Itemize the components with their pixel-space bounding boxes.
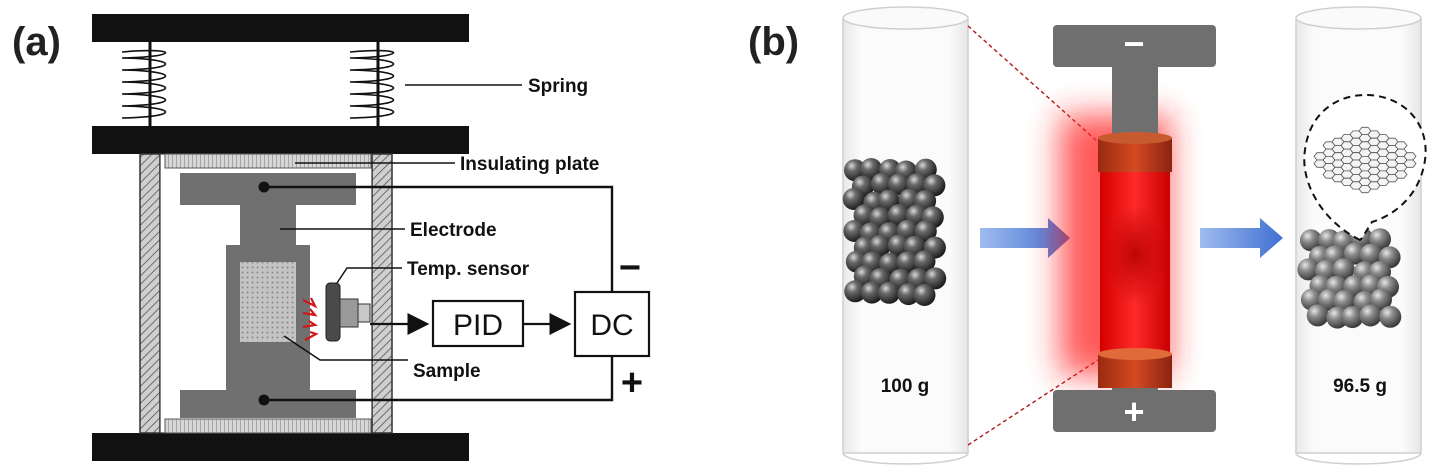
mass-before-label: 100 g	[881, 376, 930, 397]
top-cap-face	[1098, 132, 1172, 144]
top-electrode-plate	[1053, 25, 1216, 67]
graphene-hexagon	[1394, 170, 1408, 179]
temp-sensor-leader	[336, 267, 402, 284]
sample-body	[240, 262, 296, 342]
particle	[913, 250, 936, 273]
top-electrode-stem	[1112, 67, 1158, 135]
temp-sensor-label: Temp. sensor	[407, 259, 530, 280]
panel-a-label: (a)	[12, 20, 61, 64]
particle	[1332, 258, 1355, 281]
insulating-plate-top	[164, 153, 372, 169]
particle	[1370, 288, 1392, 311]
graphene-sheet	[1313, 126, 1417, 194]
dc-plus-sign: +	[621, 362, 643, 404]
particle	[896, 251, 919, 274]
sample-label: Sample	[413, 361, 481, 382]
sample-leader	[283, 335, 408, 361]
particle	[871, 172, 893, 195]
particles-before	[842, 158, 947, 306]
particle	[913, 284, 936, 306]
heating-column: − +	[1053, 23, 1216, 432]
insulating-plate-label: Insulating plate	[460, 154, 599, 175]
process-arrow-1	[980, 218, 1070, 258]
particle	[844, 280, 867, 303]
particle	[924, 267, 947, 290]
particle	[1359, 304, 1382, 327]
particle	[1359, 243, 1382, 266]
zoom-line-top	[967, 25, 1099, 143]
pid-box	[431, 299, 525, 348]
panel-a: (a) Spring Insulating plate	[12, 14, 651, 461]
left-wall	[139, 153, 161, 434]
particle	[1306, 304, 1329, 327]
graphene-hexagon	[1403, 152, 1417, 161]
insulating-plate-bottom	[164, 418, 372, 434]
top-press-plate	[92, 14, 469, 42]
dc-minus-sign: −	[619, 247, 641, 289]
heat-ray-marks	[302, 297, 319, 341]
particle	[844, 159, 866, 182]
particle	[1379, 305, 1402, 328]
particle	[914, 220, 937, 243]
graphene-hexagon	[1403, 159, 1417, 168]
graphene-callout	[1303, 93, 1427, 242]
bottom-cap-face	[1098, 348, 1172, 360]
bottom-electrode-sign: +	[1123, 391, 1144, 432]
mass-after-label: 96.5 g	[1333, 376, 1387, 397]
temp-sensor	[325, 282, 371, 342]
particle	[1299, 229, 1322, 252]
particle	[888, 173, 910, 196]
bottom-press-plate	[92, 433, 469, 461]
particles-after	[1297, 227, 1402, 329]
electrode-assembly	[180, 173, 356, 418]
pid-box-label: PID	[453, 309, 503, 342]
right-wall	[371, 153, 393, 434]
particle	[1297, 258, 1320, 281]
particle	[842, 188, 865, 210]
particle	[1343, 242, 1366, 265]
top-electrode-sign: −	[1123, 23, 1144, 64]
particle	[1341, 306, 1364, 329]
wire-bottom	[264, 356, 614, 402]
spring-left	[121, 42, 167, 126]
spring-label: Spring	[528, 76, 588, 97]
dc-box	[573, 290, 651, 358]
particle	[878, 281, 901, 304]
particle	[897, 283, 920, 306]
middle-press-plate	[92, 126, 469, 154]
electrode-label: Electrode	[410, 220, 497, 241]
panel-b-label: (b)	[748, 20, 799, 64]
spring-right	[349, 42, 395, 126]
particle	[860, 281, 883, 304]
bottom-electrode-plate	[1053, 390, 1216, 432]
wire-top	[264, 185, 614, 292]
panel-b: (b) 100 g − +	[748, 6, 1427, 465]
graphene-hexagon	[1394, 141, 1408, 150]
dc-box-label: DC	[590, 309, 633, 342]
particle	[887, 234, 910, 257]
hot-core	[1105, 205, 1165, 305]
particle	[868, 234, 891, 257]
process-arrow-2	[1200, 218, 1283, 258]
particle	[843, 220, 866, 242]
